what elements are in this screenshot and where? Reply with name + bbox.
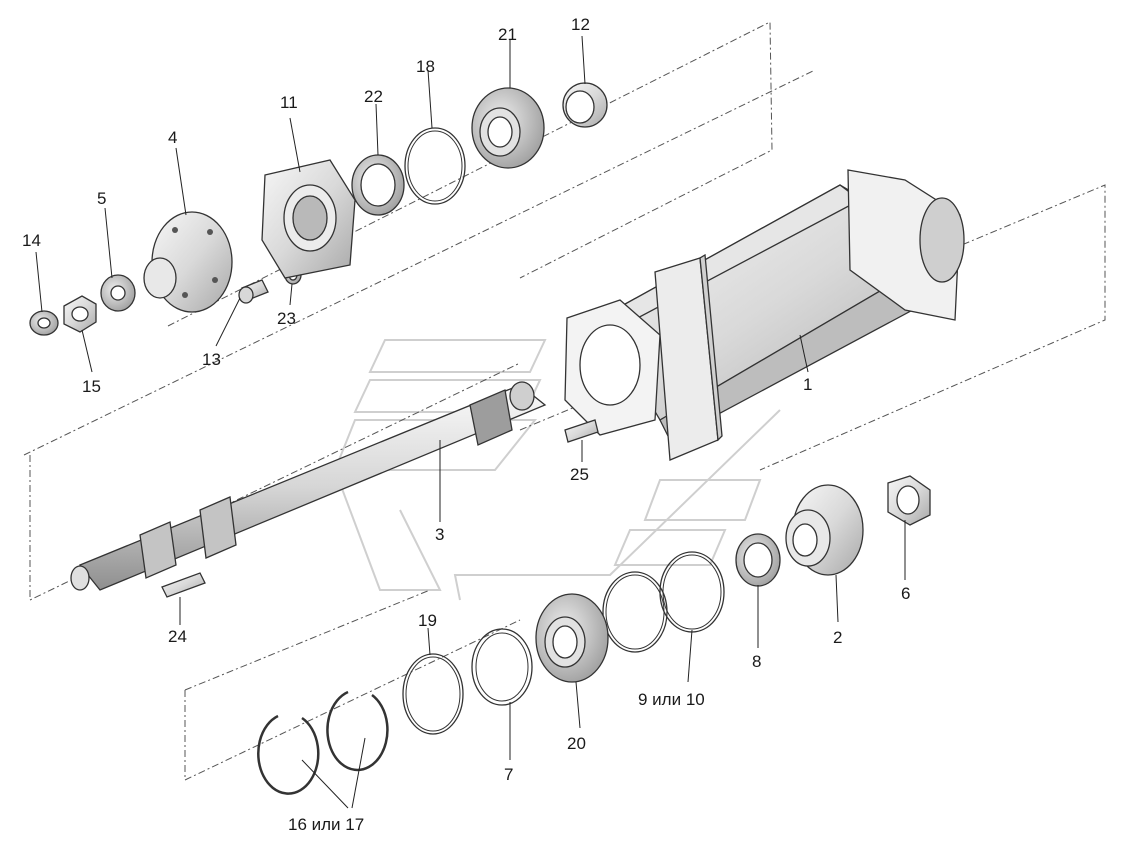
label-15: 15 xyxy=(82,377,101,396)
label-13: 13 xyxy=(202,350,221,369)
cover-11 xyxy=(261,159,356,279)
key-25 xyxy=(564,419,599,443)
label-25: 25 xyxy=(570,465,589,484)
label-4: 4 xyxy=(168,128,177,147)
snap-rings-16-17 xyxy=(257,690,389,795)
ring-19 xyxy=(402,653,464,735)
nut-6 xyxy=(887,475,931,526)
nut-15 xyxy=(63,295,97,333)
label-24: 24 xyxy=(168,627,187,646)
bushing-12 xyxy=(562,82,608,128)
label-21: 21 xyxy=(498,25,517,44)
washer-5 xyxy=(100,274,136,312)
label-1: 1 xyxy=(803,375,812,394)
nut-14 xyxy=(29,310,59,336)
seal-8 xyxy=(735,533,781,587)
label-8: 8 xyxy=(752,652,761,671)
housing-part xyxy=(564,169,965,461)
label-19: 19 xyxy=(418,611,437,630)
label-22: 22 xyxy=(364,87,383,106)
label-14: 14 xyxy=(22,231,41,250)
label-5: 5 xyxy=(97,189,106,208)
leader-lines xyxy=(35,35,906,809)
lower-parts xyxy=(257,475,931,795)
label-16-or-17: 16 или 17 xyxy=(288,815,364,834)
upper-parts xyxy=(29,82,608,336)
o-ring-18 xyxy=(404,127,466,205)
seal-22 xyxy=(351,154,405,216)
label-18: 18 xyxy=(416,57,435,76)
label-6: 6 xyxy=(901,584,910,603)
o-rings-9-10 xyxy=(602,551,725,653)
label-23: 23 xyxy=(277,309,296,328)
label-20: 20 xyxy=(567,734,586,753)
bolt-13 xyxy=(238,279,269,304)
label-7: 7 xyxy=(504,765,513,784)
flange-4 xyxy=(143,211,233,313)
bearing-20 xyxy=(535,593,609,683)
key-24 xyxy=(161,572,206,598)
label-3: 3 xyxy=(435,525,444,544)
shaft-part xyxy=(70,381,547,591)
bearing-21 xyxy=(471,87,545,169)
label-9-or-10: 9 или 10 xyxy=(638,690,705,709)
label-11: 11 xyxy=(280,93,298,112)
label-2: 2 xyxy=(833,628,842,647)
flange-2 xyxy=(785,484,864,576)
label-12: 12 xyxy=(571,15,590,34)
part-labels: 1 2 3 4 5 6 7 8 9 или 10 11 12 13 14 15 … xyxy=(22,15,910,834)
keys xyxy=(161,419,599,598)
ring-7 xyxy=(471,628,533,706)
